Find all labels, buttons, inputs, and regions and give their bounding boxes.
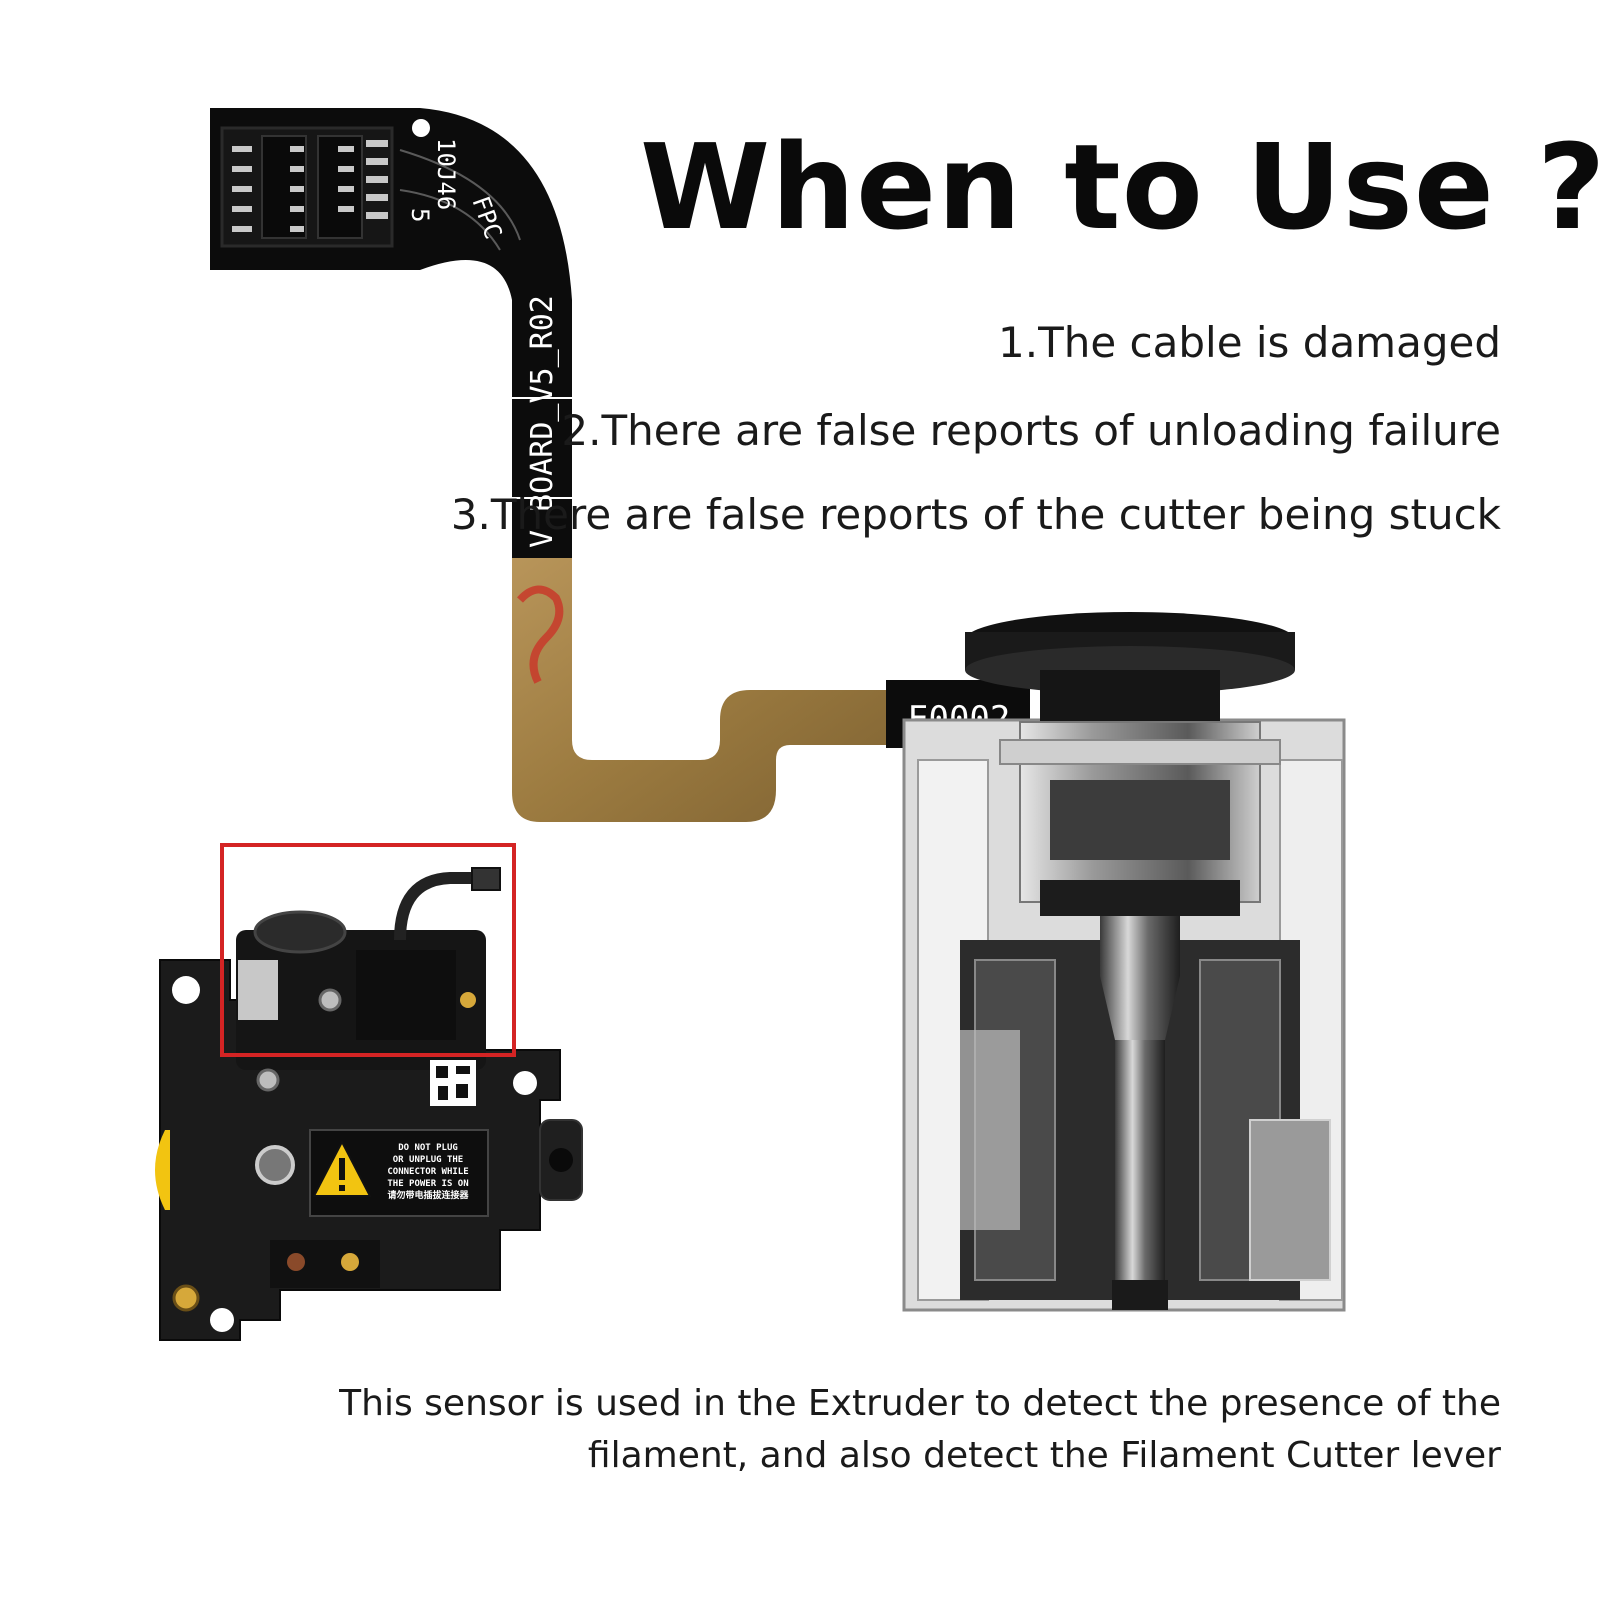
fpc-cable: 10J46 5 FPC V BOARD_V5_R02 (210, 108, 572, 560)
description-line-1: This sensor is used in the Extruder to d… (339, 1383, 1501, 1424)
description-line-2: filament, and also detect the Filament C… (587, 1435, 1501, 1476)
reason-2: 2.There are false reports of unloading f… (561, 406, 1501, 455)
warning-line-2: OR UNPLUG THE (393, 1155, 463, 1165)
fpc-gold-flex (512, 558, 890, 822)
fpc-connector (220, 126, 394, 248)
warning-line-1: DO NOT PLUG (398, 1143, 458, 1153)
pcb-code-a: 10J46 (432, 138, 460, 210)
pcb-board-label: V BOARD_V5_R02 (525, 295, 560, 548)
warning-line-4: THE POWER IS ON (387, 1179, 468, 1189)
reason-1: 1.The cable is damaged (998, 318, 1501, 367)
warning-line-5: 请勿带电插拔连接器 (387, 1189, 469, 1201)
mounting-hole (412, 119, 430, 137)
page-title: When to Use ? (640, 118, 1601, 256)
highlight-box (220, 843, 516, 1057)
sensor-description: This sensor is used in the Extruder to d… (339, 1378, 1501, 1482)
extruder-sensor-assembly (902, 612, 1346, 1312)
pcb-code-b: 5 (406, 208, 434, 222)
extruder-module: DO NOT PLUG OR UNPLUG THE CONNECTOR WHIL… (155, 867, 583, 1341)
reason-3: 3.There are false reports of the cutter … (450, 490, 1501, 539)
warning-line-3: CONNECTOR WHILE (387, 1167, 468, 1177)
